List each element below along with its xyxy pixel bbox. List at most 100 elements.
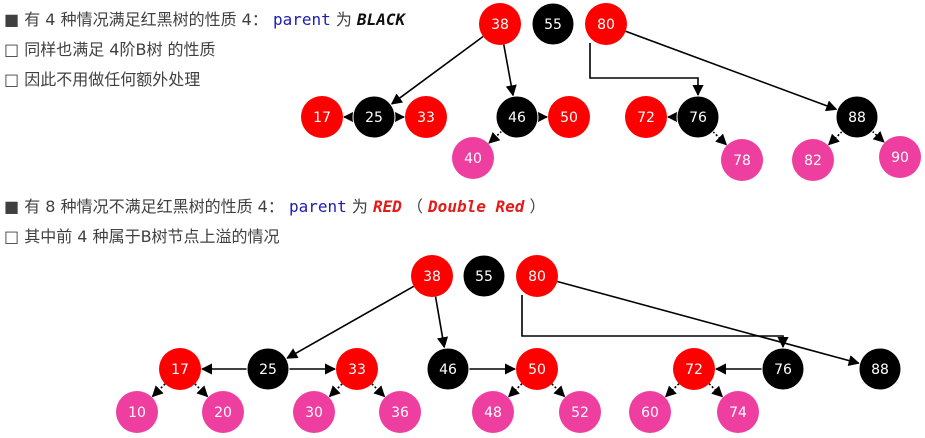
node-label: 38 — [491, 17, 509, 33]
bullet-square-filled: ■ — [4, 197, 20, 216]
node-circle — [531, 2, 575, 46]
edge-t1-46-to-t1-40 — [488, 130, 503, 144]
tree-node-t2-46: 46 — [426, 347, 470, 391]
edge-t2-38-to-t2-25 — [286, 285, 415, 359]
node-label: 50 — [560, 110, 578, 126]
node-circle — [717, 391, 759, 433]
tree-node-t2-17: 17 — [159, 348, 201, 390]
tree-node-t1-46: 46 — [495, 95, 539, 139]
section2-line2: □ 其中前 4 种属于B树节点上溢的情况 — [4, 223, 280, 247]
tree-node-t1-50: 50 — [548, 96, 590, 138]
node-label: 72 — [685, 362, 703, 378]
tree-node-t1-90: 90 — [879, 136, 921, 178]
tree-node-t2-88: 88 — [858, 347, 902, 391]
node-circle — [559, 391, 601, 433]
tree-node-t2-80: 80 — [516, 255, 558, 297]
section1-line1-text: 有 4 种情况满足红黑树的性质 4： — [24, 10, 268, 29]
paren-close: ） — [529, 197, 546, 216]
node-circle — [835, 95, 879, 139]
edge-t2-33-to-t2-36 — [371, 383, 386, 398]
node-circle — [625, 96, 667, 138]
node-circle — [472, 391, 514, 433]
section2-line1-text: 有 8 种情况不满足红黑树的性质 4： — [24, 197, 284, 216]
node-circle — [792, 139, 834, 181]
tree-node-t2-20: 20 — [202, 391, 244, 433]
node-circle — [293, 391, 335, 433]
node-label: 82 — [804, 153, 822, 169]
node-circle — [411, 255, 453, 297]
tree-node-t2-74: 74 — [717, 391, 759, 433]
node-circle — [516, 348, 558, 390]
node-label: 38 — [423, 269, 441, 285]
node-label: 30 — [305, 405, 323, 421]
edge-t1-80-to-t1-88 — [625, 30, 838, 112]
node-label: 52 — [571, 405, 589, 421]
edge-t1-88-to-t1-90 — [871, 130, 885, 143]
section1-line2: □ 同样也满足 4阶B树 的性质 — [4, 36, 216, 60]
tree-node-t1-76: 76 — [676, 95, 720, 139]
section1-line1-mid: 为 — [335, 10, 352, 29]
node-label: 33 — [348, 362, 366, 378]
black-keyword: BLACK — [356, 10, 406, 29]
node-label: 74 — [729, 405, 747, 421]
node-label: 10 — [128, 405, 146, 421]
bullet-square-hollow: □ — [4, 40, 20, 59]
edge-t2-33-to-t2-30 — [328, 383, 343, 398]
tree-node-t2-48: 48 — [472, 391, 514, 433]
edge-t2-72-to-t2-74 — [708, 383, 724, 398]
node-circle — [352, 95, 396, 139]
red-keyword: RED — [372, 197, 402, 216]
tree-node-t1-88: 88 — [835, 95, 879, 139]
node-circle — [761, 347, 805, 391]
edge-t1-76-to-t1-78 — [712, 131, 728, 146]
edge-t2-50-to-t2-52 — [551, 383, 566, 398]
tree-node-t1-72: 72 — [625, 96, 667, 138]
parent-code: parent — [272, 10, 331, 29]
edge-t1-38-to-t1-46 — [502, 44, 517, 97]
node-label: 78 — [733, 153, 751, 169]
node-label: 76 — [774, 362, 792, 378]
tree-node-t2-33: 33 — [336, 348, 378, 390]
tree-node-t2-30: 30 — [293, 391, 335, 433]
section1-line3: □ 因此不用做任何额外处理 — [4, 66, 200, 90]
node-circle — [585, 3, 627, 45]
node-circle — [452, 137, 494, 179]
paren-open: （ — [406, 197, 423, 216]
node-circle — [858, 347, 902, 391]
tree-node-t1-55: 55 — [531, 2, 575, 46]
edge-t2-80-to-t2-88 — [557, 280, 860, 367]
edge-t2-38-to-t2-46 — [434, 296, 449, 349]
node-circle — [116, 391, 158, 433]
tree-node-t1-33: 33 — [405, 96, 447, 138]
node-circle — [676, 95, 720, 139]
node-label: 76 — [689, 110, 707, 126]
node-circle — [301, 96, 343, 138]
node-circle — [879, 136, 921, 178]
section2-line2-text: 其中前 4 种属于B树节点上溢的情况 — [24, 227, 280, 246]
edge-t2-72-to-t2-60 — [664, 383, 680, 398]
tree-node-t1-78: 78 — [721, 139, 763, 181]
tree-node-t2-36: 36 — [379, 391, 421, 433]
node-circle — [159, 348, 201, 390]
node-label: 25 — [259, 362, 277, 378]
edge-t2-17-to-t2-10 — [151, 383, 166, 398]
edge-t1-80-to-t1-76 — [589, 43, 704, 97]
edge-t2-50-to-t2-48 — [507, 383, 523, 398]
tree-edges — [151, 30, 885, 398]
section1-line2-text: 同样也满足 4阶B树 的性质 — [24, 40, 216, 59]
tree-node-t2-55: 55 — [462, 254, 506, 298]
node-circle — [202, 391, 244, 433]
node-label: 90 — [891, 150, 909, 166]
node-label: 88 — [848, 110, 866, 126]
double-red-keyword: Double Red — [428, 197, 525, 216]
tree-node-t2-76: 76 — [761, 347, 805, 391]
node-circle — [479, 3, 521, 45]
node-circle — [673, 348, 715, 390]
tree-node-t2-50: 50 — [516, 348, 558, 390]
tree-node-t2-72: 72 — [673, 348, 715, 390]
tree-node-t2-10: 10 — [116, 391, 158, 433]
node-label: 72 — [637, 110, 655, 126]
node-label: 17 — [171, 362, 189, 378]
node-circle — [495, 95, 539, 139]
node-label: 46 — [439, 362, 457, 378]
